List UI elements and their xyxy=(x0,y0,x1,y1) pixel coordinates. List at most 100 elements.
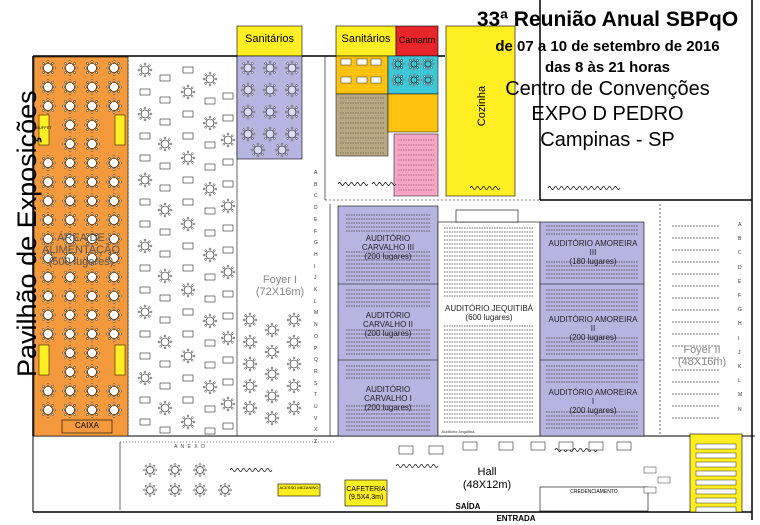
food-area-block xyxy=(33,56,129,437)
grid-letter: T xyxy=(314,392,318,399)
grid-letter: Z xyxy=(314,439,318,446)
foyer-1-name: Foyer I xyxy=(262,274,298,286)
grid-letter: E xyxy=(738,278,742,285)
exit-label: SAÍDA xyxy=(455,502,481,511)
foyer-1-size: (72X16m) xyxy=(255,286,305,298)
grid-letter: M xyxy=(738,392,743,399)
cafeteria-label: CAFETERIA (9,5X4,3m) xyxy=(345,486,387,502)
room-brown xyxy=(335,93,389,157)
carvalho-1-seats: (200 lugares) xyxy=(364,403,412,412)
restroom-left-tables xyxy=(240,60,300,158)
hall-size: (48X12m) xyxy=(462,479,512,491)
queue-barriers xyxy=(229,182,621,472)
amoreira-3-name: AUDITÓRIO AMOREIRA III xyxy=(548,239,638,257)
grid-letter: K xyxy=(314,287,318,293)
event-dates: de 07 a 10 de setembro de 2016 xyxy=(495,38,720,55)
carvalho-2-name: AUDITÓRIO CARVALHO II xyxy=(363,311,413,329)
cafeteria-size: (9,5X4,3m) xyxy=(348,494,384,501)
grid-letter: N xyxy=(314,322,318,329)
food-area-label: ÁREA DE ALIMENTAÇÃO (500 lugares) xyxy=(34,232,128,268)
carvalho-1-name: AUDITÓRIO CARVALHO I xyxy=(364,385,412,403)
buffet-bar-top-left xyxy=(38,114,50,146)
auditorium-amoreira-3: AUDITÓRIO AMOREIRA III (180 lugares) xyxy=(548,239,638,266)
food-area-tables xyxy=(40,60,122,418)
restroom-right-block xyxy=(335,25,397,57)
grid-letter: I xyxy=(738,335,740,342)
grid-letter: J xyxy=(314,275,317,282)
restroom-right-label: Sanitários xyxy=(341,33,391,45)
jequitiba-footer-label: Auditório Jequitibá xyxy=(441,429,475,434)
grid-letter: N xyxy=(738,406,742,413)
auditorium-seat-rows xyxy=(346,214,638,431)
grid-letter: U xyxy=(314,404,318,410)
grid-letter: H xyxy=(738,321,742,328)
credentialing-label: CREDENCIAMENTO xyxy=(570,489,618,495)
auditorium-amoreira-block xyxy=(539,221,645,437)
buffet-label: BUFFET xyxy=(36,125,52,130)
venue-city: Campinas - SP xyxy=(540,129,675,151)
room-yellow-2 xyxy=(387,93,439,133)
cafeteria-name: CAFETERIA xyxy=(346,486,386,493)
grid-letter: L xyxy=(314,298,317,305)
venue-line-1: Centro de Convenções xyxy=(505,78,710,100)
jequitiba-name: AUDITÓRIO JEQUITIBÁ xyxy=(444,304,533,313)
event-title: 33ª Reunião Anual SBPqO xyxy=(476,8,739,31)
buffet-bar-top-right xyxy=(114,114,126,146)
small-rooms-detail xyxy=(340,57,435,191)
cashier-box xyxy=(61,419,113,434)
kitchen-block xyxy=(445,25,516,197)
grid-letter: R xyxy=(314,368,318,375)
credentialing-block xyxy=(539,486,649,512)
amoreira-1-name: AUDITÓRIO AMOREIRA I xyxy=(548,388,638,406)
jequitiba-seats: (600 lugares) xyxy=(465,313,513,322)
mezzanine-label: ACESSO MEZANINO xyxy=(279,485,319,490)
auditorium-carvalho-1: AUDITÓRIO CARVALHO I (200 lugares) xyxy=(346,385,430,412)
venue-line-2: EXPO D PEDRO xyxy=(531,103,684,125)
grid-letter: S xyxy=(314,380,318,387)
grid-letter: V xyxy=(314,415,318,422)
amoreira-3-seats: (180 lugares) xyxy=(569,257,617,266)
grid-letter: E xyxy=(314,216,318,223)
grid-letter: F xyxy=(314,228,318,235)
food-area-capacity: (500 lugares) xyxy=(48,256,114,268)
foyer-1-label: Foyer I (72X16m) xyxy=(245,274,315,298)
buffet-bar-bottom-right xyxy=(114,344,126,376)
grid-letter: G xyxy=(738,307,742,314)
cashier-label: CAIXA xyxy=(74,421,99,430)
building-walls xyxy=(32,0,755,520)
auditorium-jequitiba: AUDITÓRIO JEQUITIBÁ (600 lugares) xyxy=(444,304,534,322)
annex-label: A N E X O xyxy=(174,444,206,450)
grid-letter: P xyxy=(314,345,318,352)
buffet-bar-bottom-left xyxy=(38,344,50,376)
bottom-detail xyxy=(143,441,737,513)
hall-label: Hall (48X12m) xyxy=(452,466,522,492)
grid-letter: B xyxy=(738,236,742,243)
amoreira-2-seats: (200 lugares) xyxy=(569,333,617,342)
auditorium-carvalho-block xyxy=(337,205,439,437)
food-area-name: ÁREA DE ALIMENTAÇÃO xyxy=(41,232,121,256)
grid-letter: F xyxy=(738,293,742,299)
auditorium-carvalho-2: AUDITÓRIO CARVALHO II (200 lugares) xyxy=(346,311,430,338)
grid-letter: C xyxy=(314,193,318,200)
grid-letter: O xyxy=(314,333,318,340)
carvalho-3-seats: (200 lugares) xyxy=(364,252,412,261)
auditorium-carvalho-3: AUDITÓRIO CARVALHO III (200 lugares) xyxy=(346,234,430,261)
grid-letter: H xyxy=(314,251,318,258)
grid-letter: G xyxy=(314,240,318,247)
grid-letter: A xyxy=(738,222,742,228)
dressing-room-block xyxy=(395,25,439,57)
auditorium-amoreira-1: AUDITÓRIO AMOREIRA I (200 lugares) xyxy=(548,388,638,415)
grid-letter: J xyxy=(738,349,741,356)
foyer-2-name: Foyer II xyxy=(683,344,721,356)
grid-letter: D xyxy=(738,264,742,271)
foyer-2-label: Foyer II (48X16m) xyxy=(660,344,744,368)
exhibition-tables xyxy=(137,62,720,435)
entrance-label: ENTRADA xyxy=(496,514,536,523)
grid-letter: C xyxy=(738,250,742,257)
hall-name: Hall xyxy=(477,466,497,478)
grid-letter: I xyxy=(314,263,316,270)
grid-letter: A xyxy=(314,170,318,176)
dressing-room-label: Camarim xyxy=(398,35,436,45)
event-hours: das 8 às 21 horas xyxy=(544,59,671,76)
kitchen-label: Cozinha xyxy=(476,85,488,127)
